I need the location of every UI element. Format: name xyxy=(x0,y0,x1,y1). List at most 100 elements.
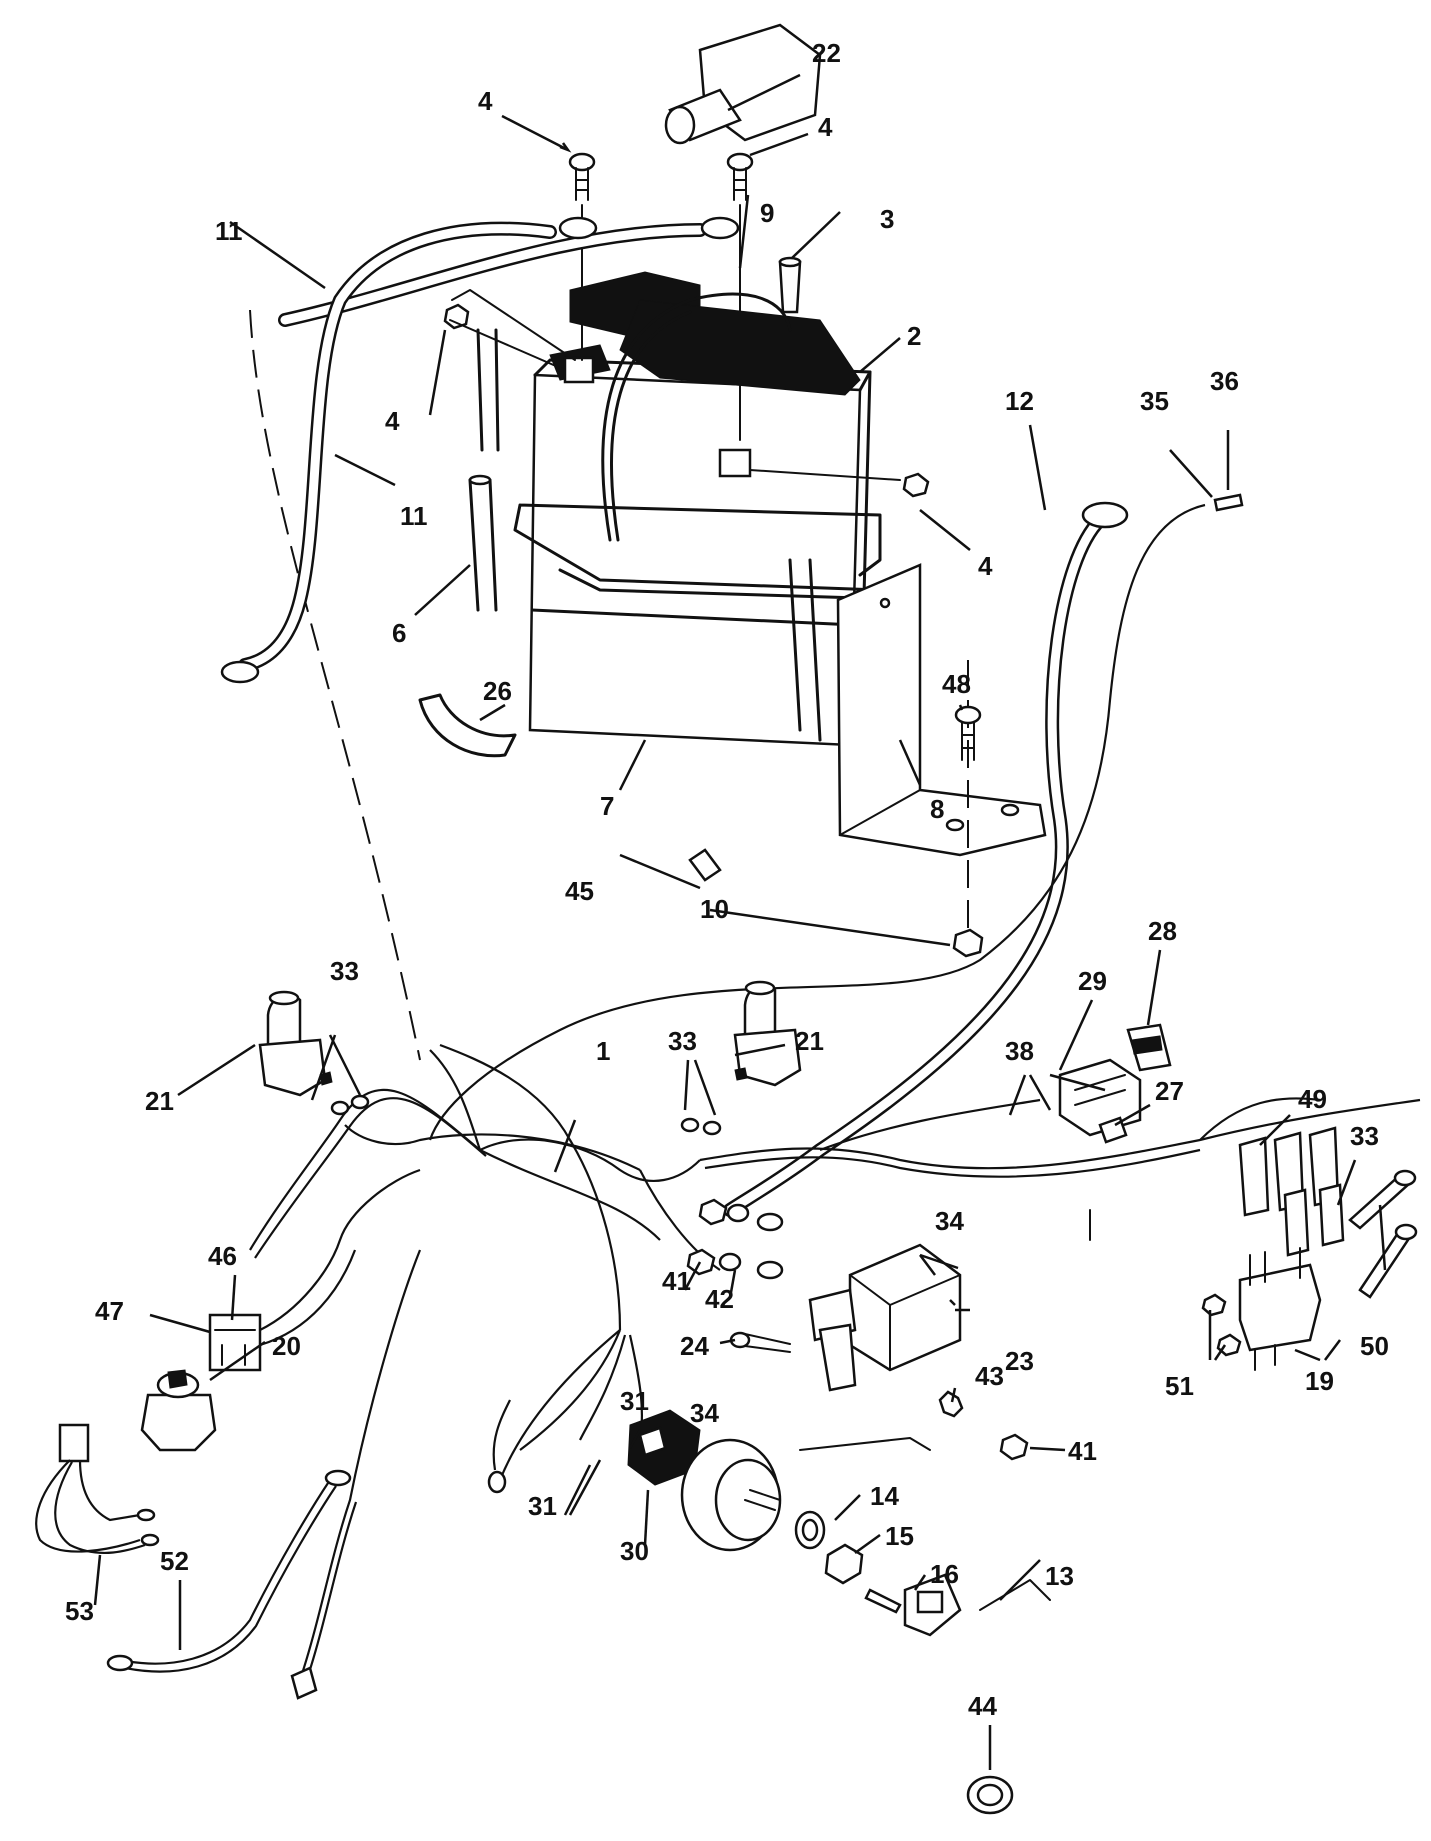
hole-plug xyxy=(966,1775,1014,1815)
callout-24: 24 xyxy=(680,1331,709,1361)
battery-cable-negative xyxy=(220,216,740,684)
key-switch-washer xyxy=(794,1510,826,1550)
callout-44: 44 xyxy=(968,1691,997,1721)
terminal-boot xyxy=(664,23,822,145)
callout-52: 52 xyxy=(160,1546,189,1576)
bracket-bolt xyxy=(954,705,982,761)
callout-30: 30 xyxy=(620,1536,649,1566)
ignition-key xyxy=(864,1573,962,1637)
terminal-bolt-left xyxy=(568,152,596,201)
callout-33c: 33 xyxy=(1350,1121,1379,1151)
fuse xyxy=(1098,1116,1128,1144)
callout-48: 48 xyxy=(942,669,971,699)
harness-connector xyxy=(208,1168,421,1372)
voltage-regulator xyxy=(808,1243,962,1392)
callout-36: 36 xyxy=(1210,366,1239,396)
diode-block xyxy=(1238,1247,1322,1371)
callout-labels: 1 2 3 4 4 4 4 6 7 8 9 10 11 11 12 13 14 … xyxy=(65,38,1389,1721)
callout-33b: 33 xyxy=(668,1026,697,1056)
callout-21a: 21 xyxy=(145,1086,174,1116)
callout-1: 1 xyxy=(596,1036,610,1066)
callout-4b: 4 xyxy=(818,112,833,142)
battery-hold-down-frame xyxy=(513,503,882,742)
callout-4d: 4 xyxy=(978,551,993,581)
oil-pressure-switch xyxy=(140,1369,217,1452)
callout-3: 3 xyxy=(880,204,894,234)
callout-38: 38 xyxy=(1005,1036,1034,1066)
callout-4c: 4 xyxy=(385,406,400,436)
callout-11a: 11 xyxy=(215,216,243,246)
callout-23: 23 xyxy=(1005,1346,1034,1376)
relay-terminals xyxy=(1238,1126,1345,1257)
callout-27: 27 xyxy=(1155,1076,1184,1106)
connector-housing xyxy=(1126,1023,1172,1072)
callout-31a: 31 xyxy=(620,1386,649,1416)
callout-leaders xyxy=(93,73,1387,1770)
ground-strap xyxy=(106,1469,352,1673)
callout-20: 20 xyxy=(272,1331,301,1361)
callout-12: 12 xyxy=(1005,386,1034,416)
callout-13: 13 xyxy=(1045,1561,1074,1591)
callout-51: 51 xyxy=(1165,1371,1194,1401)
terminal-bolt-right xyxy=(726,152,754,201)
callout-4a: 4 xyxy=(478,86,493,116)
callout-2: 2 xyxy=(907,321,921,351)
callout-9: 9 xyxy=(760,198,774,228)
callout-16: 16 xyxy=(930,1559,959,1589)
callout-21b: 21 xyxy=(795,1026,824,1056)
lead-wire xyxy=(428,503,1206,1141)
battery-bracket xyxy=(836,563,1047,857)
diode-connector xyxy=(1058,1058,1142,1137)
jumper-harness xyxy=(35,1423,160,1554)
bracket-nut xyxy=(952,928,984,958)
callout-43: 43 xyxy=(975,1361,1004,1391)
callout-22: 22 xyxy=(812,38,841,68)
cable-clip xyxy=(418,693,517,758)
regulator-bolt xyxy=(729,1331,791,1353)
screw-nuts xyxy=(1201,1293,1242,1357)
wiring-harness xyxy=(249,1043,1421,1481)
connector-pin xyxy=(1213,493,1244,512)
callout-41b: 41 xyxy=(1068,1436,1097,1466)
callout-33a: 33 xyxy=(330,956,359,986)
callout-26: 26 xyxy=(483,676,512,706)
switch-terminals-right xyxy=(680,1117,722,1136)
lock-nut xyxy=(999,1433,1029,1461)
vent-hose xyxy=(468,328,500,612)
terminal-nut-right xyxy=(902,472,930,498)
callout-29: 29 xyxy=(1078,966,1107,996)
callout-7: 7 xyxy=(600,791,614,821)
callout-42: 42 xyxy=(705,1284,734,1314)
brake-switch xyxy=(733,980,802,1087)
callout-41a: 41 xyxy=(662,1266,691,1296)
callout-46: 46 xyxy=(208,1241,237,1271)
callout-31b: 31 xyxy=(528,1491,557,1521)
key-switch-nut xyxy=(824,1543,864,1585)
callout-10: 10 xyxy=(700,894,729,924)
callout-34b: 34 xyxy=(690,1398,719,1428)
key-switch-kit-brackets xyxy=(799,1437,1051,1611)
callout-8: 8 xyxy=(930,794,944,824)
callout-15: 15 xyxy=(885,1521,914,1551)
battery xyxy=(528,271,872,747)
harness-lead xyxy=(290,1249,511,1700)
vent-plug xyxy=(778,256,802,314)
star-washer xyxy=(938,1390,964,1418)
terminal-nuts xyxy=(686,1198,784,1280)
switch-terminals-left xyxy=(330,1094,370,1116)
callout-47: 47 xyxy=(95,1296,124,1326)
callout-6: 6 xyxy=(392,618,406,648)
wire-retainer xyxy=(688,848,722,882)
callout-45: 45 xyxy=(565,876,594,906)
callout-11b: 11 xyxy=(400,501,428,531)
starter-cable xyxy=(723,501,1129,1217)
key-switch-connector xyxy=(627,1409,701,1486)
callout-53: 53 xyxy=(65,1596,94,1626)
callout-34a: 34 xyxy=(935,1206,964,1236)
callout-50: 50 xyxy=(1360,1331,1389,1361)
callout-28: 28 xyxy=(1148,916,1177,946)
callout-14: 14 xyxy=(870,1481,899,1511)
callout-35: 35 xyxy=(1140,386,1169,416)
terminal-nut-left xyxy=(443,303,470,330)
